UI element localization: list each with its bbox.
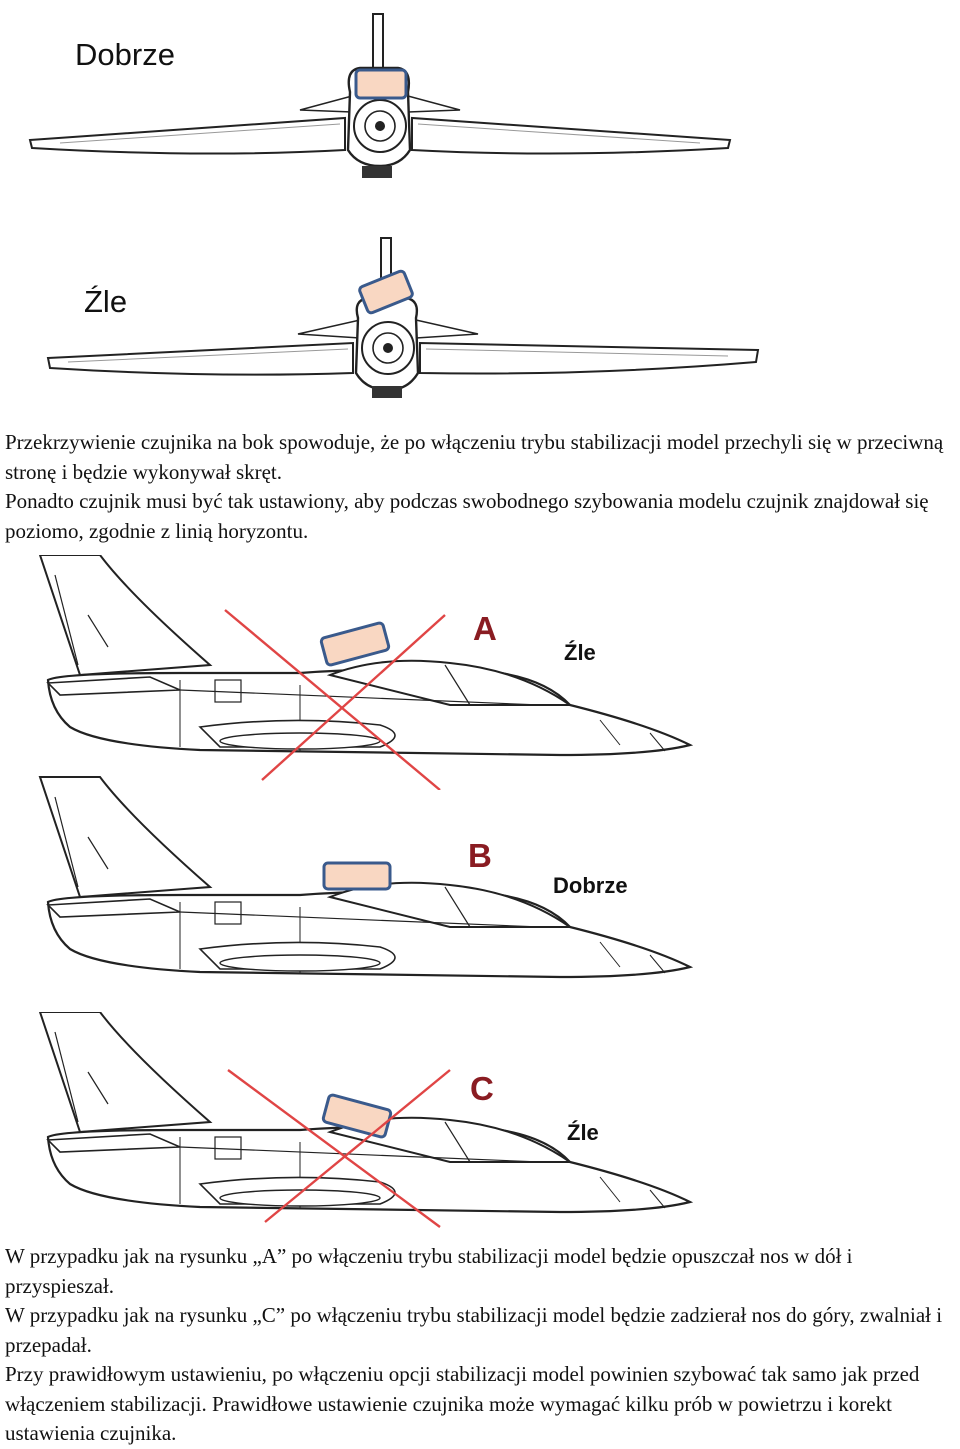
sensor-a [319, 621, 391, 667]
sensor-tilted [358, 269, 414, 315]
paragraph-sideways-tilt: Przekrzywienie czujnika na bok spowoduje… [5, 428, 957, 546]
paragraph2-line1: W przypadku jak na rysunku „A” po włącze… [5, 1244, 853, 1298]
front-view-good: Dobrze [28, 12, 732, 180]
label-verdict-a: Źle [564, 640, 596, 665]
sensor-b [322, 861, 392, 891]
side-view-a: A Źle [38, 555, 692, 790]
label-letter-a: A [473, 610, 497, 647]
cross-mark-a [224, 609, 446, 790]
front-bad-label: Źle [84, 284, 127, 319]
paragraph1-line1: Przekrzywienie czujnika na bok spowoduje… [5, 430, 944, 484]
sensor-c [321, 1093, 393, 1139]
sensor-level [354, 68, 408, 100]
label-letter-c: C [470, 1070, 494, 1107]
paragraph2-line2: W przypadku jak na rysunku „C” po włącze… [5, 1303, 943, 1357]
paragraph-pitch-effects: W przypadku jak na rysunku „A” po włącze… [5, 1242, 957, 1449]
front-good-label: Dobrze [75, 37, 175, 72]
paragraph2-line3: Przy prawidłowym ustawieniu, po włączeni… [5, 1362, 920, 1445]
side-view-c: C Źle [38, 1012, 692, 1228]
cross-mark-c [227, 1069, 451, 1228]
label-verdict-b: Dobrze [553, 873, 628, 898]
label-verdict-c: Źle [567, 1120, 599, 1145]
side-view-b: B Dobrze [38, 775, 692, 979]
label-letter-b: B [468, 837, 492, 874]
paragraph1-line2: Ponadto czujnik musi być tak ustawiony, … [5, 489, 929, 543]
front-view-bad: Źle [46, 237, 760, 398]
